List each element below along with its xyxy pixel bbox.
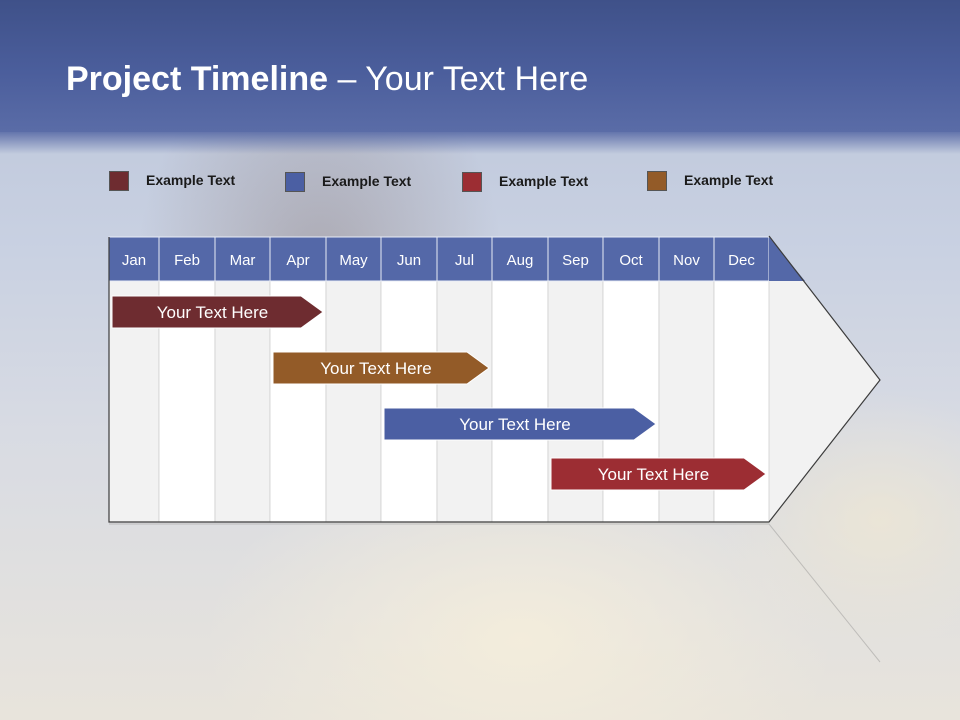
month-label-sep: Sep [562,252,589,269]
month-header-dec [713,236,770,282]
month-label-nov: Nov [673,252,700,269]
month-label-jun: Jun [397,252,421,269]
task-bar-label-1: Your Text Here [157,303,269,322]
legend-label-4: Example Text [684,172,774,188]
task-bar-2 [272,351,490,385]
task-bar-3 [383,407,657,441]
legend-swatch-4 [647,171,667,191]
legend-label-3: Example Text [499,173,589,189]
task-bar-label-4: Your Text Here [598,465,710,484]
timeline-arrow-outline [108,235,881,663]
month-label-may: May [339,252,368,269]
legend-swatch-3 [462,172,482,192]
legend-swatch-1 [109,171,129,191]
month-header-may [325,236,382,282]
month-label-apr: Apr [286,252,309,269]
timeline-outline [108,235,881,523]
month-header-jul [436,236,493,282]
task-bar-1 [111,295,324,329]
page-title: Project Timeline – Your Text Here [66,60,588,99]
month-header-nov [658,236,715,282]
month-column-jun [380,280,438,523]
month-label-oct: Oct [619,252,643,269]
timeline-reflection [109,523,881,663]
timeline-header: Jan Feb Mar Apr May Jun Jul Aug Sep Oct Nov Dec [108,236,805,282]
month-label-mar: Mar [230,252,256,269]
month-header-oct [602,236,660,282]
legend-label-2: Example Text [322,173,412,189]
page-title-rest: – Your Text Here [337,60,589,98]
month-header-jun [380,236,438,282]
task-bar-label-3: Your Text Here [459,415,571,434]
month-column-may [325,280,382,523]
month-label-feb: Feb [174,252,200,269]
month-label-aug: Aug [507,252,534,269]
month-header-apr [269,236,327,282]
title-banner [0,0,960,154]
task-bar-label-2: Your Text Here [320,359,432,378]
month-header-feb [158,236,216,282]
month-label-jul: Jul [455,252,474,269]
legend-swatch-2 [285,172,305,192]
timeline-arrow-tip [769,237,880,522]
month-label-jan: Jan [122,252,146,269]
month-column-jul [436,280,493,523]
legend-label-1: Example Text [146,172,236,188]
month-column-aug [491,280,549,523]
task-bar-4 [550,457,767,491]
page-title-bold: Project Timeline [66,60,329,98]
month-header-mar [214,236,271,282]
month-label-dec: Dec [728,252,755,269]
